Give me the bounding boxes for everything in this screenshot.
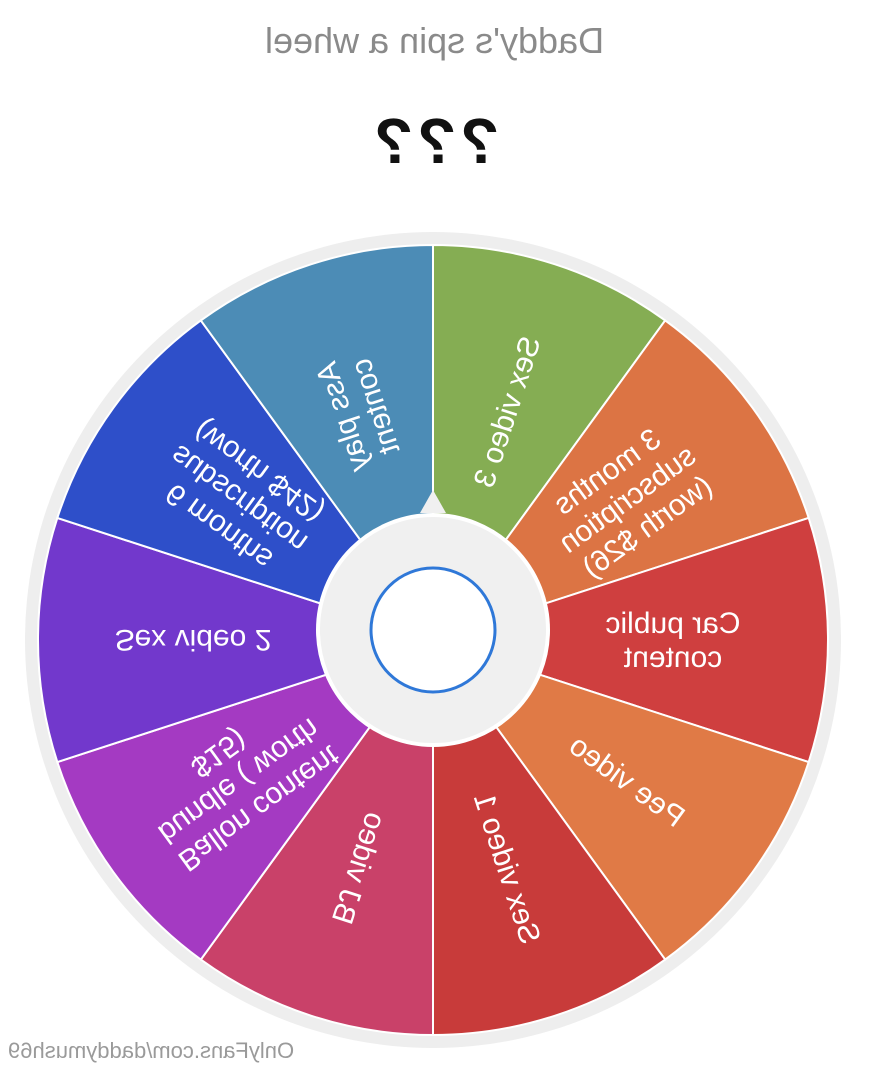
- wheel-segment: [199, 636, 434, 1037]
- watermark-text: OnlyFans.com/daddymush69: [8, 1038, 295, 1063]
- wheel-segment: [429, 516, 829, 764]
- wheel-segment-label-line: content: [623, 641, 722, 674]
- wheel-segment-label-line: Car public: [605, 607, 740, 640]
- wheel-segment: [430, 638, 810, 961]
- wheel-pointer-icon: [420, 490, 446, 513]
- wheel-segment: [56, 319, 436, 642]
- watermark: OnlyFans.com/daddymush69: [8, 1038, 294, 1064]
- wheel-segment-label-line: Sex video 2: [115, 623, 272, 656]
- wheel-segment: [432, 636, 667, 1037]
- wheel-segment-label: Sex video 2: [115, 623, 272, 656]
- wheel-segment: [56, 638, 436, 961]
- wheel-segment: [430, 319, 810, 642]
- wheel-segment: [37, 516, 437, 764]
- spin-button[interactable]: [369, 566, 497, 694]
